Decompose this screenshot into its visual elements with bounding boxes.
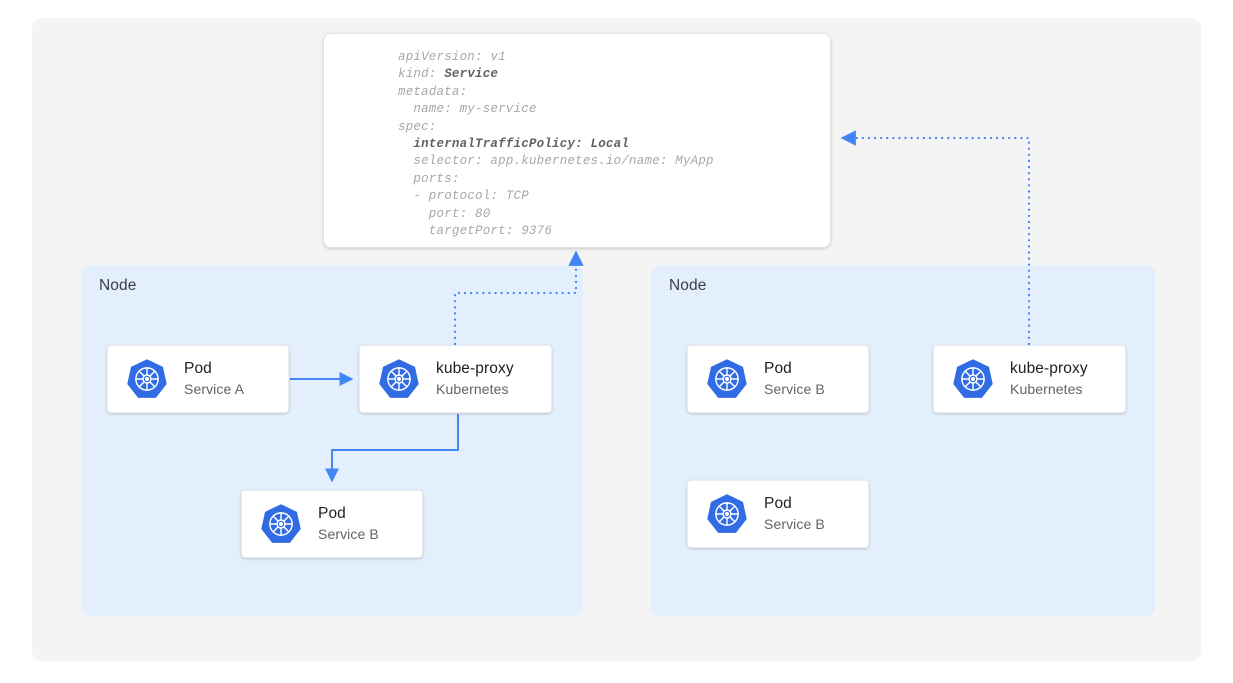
service-manifest-line: selector: app.kubernetes.io/name: MyApp xyxy=(398,154,714,169)
node-left-label: Node xyxy=(99,277,137,294)
card-text: Pod Service A xyxy=(184,359,244,399)
card-pod-service-a[interactable]: Pod Service A xyxy=(107,345,289,413)
card-pod-service-b-left[interactable]: Pod Service B xyxy=(241,490,423,558)
service-manifest-line-emphasis: internalTrafficPolicy: Local xyxy=(413,137,630,152)
card-title: kube-proxy xyxy=(1010,360,1088,377)
card-text: Pod Service B xyxy=(764,494,825,534)
service-manifest-line: kind: Service xyxy=(398,67,499,82)
service-manifest-line: apiVersion: v1 xyxy=(398,50,506,64)
card-subtitle: Service A xyxy=(184,381,245,397)
card-subtitle: Service B xyxy=(764,381,825,397)
kubernetes-icon xyxy=(953,359,993,398)
service-manifest-line: metadata: xyxy=(398,84,468,99)
card-subtitle: Service B xyxy=(318,526,379,542)
kubernetes-icon xyxy=(707,359,747,398)
service-manifest-line: - protocol: TCP xyxy=(398,189,529,204)
card-title: Pod xyxy=(184,360,212,377)
card-title: kube-proxy xyxy=(436,360,514,377)
card-title: Pod xyxy=(318,505,346,522)
service-manifest-line-emphasis: Service xyxy=(444,67,499,82)
kubernetes-icon xyxy=(707,494,747,533)
card-text: kube-proxy Kubernetes xyxy=(1010,359,1088,399)
node-left: Node xyxy=(81,265,583,616)
service-manifest-line: targetPort: 9376 xyxy=(398,224,553,239)
service-manifest-line: port: 80 xyxy=(398,206,491,221)
card-kube-proxy-left[interactable]: kube-proxy Kubernetes xyxy=(359,345,552,413)
card-text: kube-proxy Kubernetes xyxy=(436,359,514,399)
card-subtitle: Kubernetes xyxy=(1010,381,1083,397)
card-pod-service-b-right-top[interactable]: Pod Service B xyxy=(687,345,869,413)
kubernetes-icon xyxy=(379,359,419,398)
card-subtitle: Kubernetes xyxy=(436,381,509,397)
kubernetes-icon xyxy=(261,504,301,543)
card-pod-service-b-right-bottom[interactable]: Pod Service B xyxy=(687,480,869,548)
service-manifest-line: name: my-service xyxy=(398,102,537,117)
service-manifest-line: spec: xyxy=(398,119,437,134)
card-subtitle: Service B xyxy=(764,516,825,532)
card-text: Pod Service B xyxy=(764,359,825,399)
card-title: Pod xyxy=(764,495,792,512)
service-manifest-line: internalTrafficPolicy: Local xyxy=(398,136,714,153)
node-right: Node xyxy=(651,265,1155,616)
card-kube-proxy-right[interactable]: kube-proxy Kubernetes xyxy=(933,345,1126,413)
service-manifest-card: apiVersion: v1 kind: Service metadata: nam… xyxy=(323,33,831,248)
card-text: Pod Service B xyxy=(318,504,379,544)
service-manifest-line: ports: xyxy=(398,171,460,186)
service-manifest-code: apiVersion: v1 kind: Service metadata: nam… xyxy=(398,49,714,240)
node-right-label: Node xyxy=(669,277,707,294)
kubernetes-icon xyxy=(127,359,167,398)
card-title: Pod xyxy=(764,360,792,377)
